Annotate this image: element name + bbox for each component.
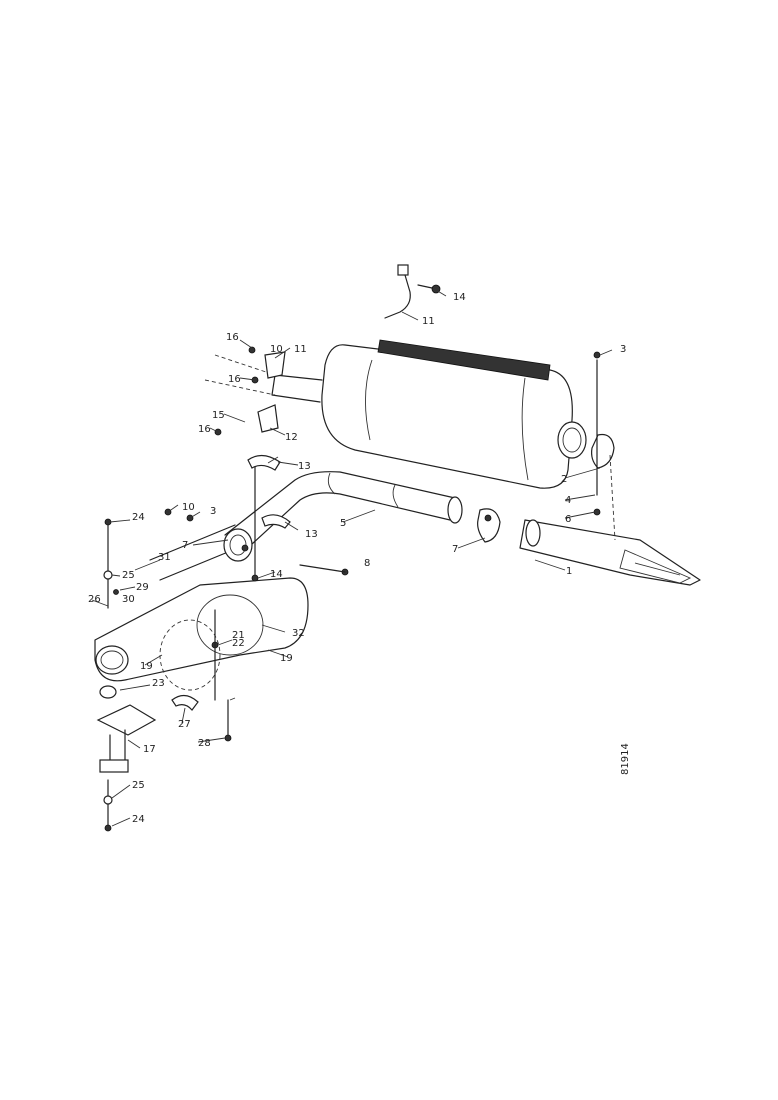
callout-1: 1: [566, 566, 572, 577]
callout-3-left: 3: [210, 506, 216, 517]
callout-21: 21: [232, 630, 245, 641]
hanger-13-top: [247, 454, 281, 471]
tailpipe: [519, 519, 701, 586]
callout-16-top: 16: [226, 332, 239, 343]
callout-28: 28: [198, 738, 211, 749]
callout-14-top: 14: [453, 292, 466, 303]
callout-24-top: 24: [132, 512, 145, 523]
callout-27: 27: [178, 719, 191, 730]
silencer-outlet: [557, 421, 587, 459]
callout-4: 4: [565, 495, 571, 506]
callout-8: 8: [364, 558, 370, 569]
callout-10-left: 10: [182, 502, 195, 513]
callout-labels: 1 2 3 3 4 5 6 7 7 8 10 10 11 11 12 13 13…: [88, 292, 631, 825]
callout-15: 15: [212, 410, 225, 421]
flange-joint: [223, 528, 253, 562]
pre-silencer: [94, 524, 309, 691]
hardware-fasteners: [103, 346, 601, 832]
callout-31: 31: [158, 552, 171, 563]
drawing-number: 81914: [620, 743, 631, 775]
callout-7-left: 7: [182, 540, 188, 551]
bolt-16-top: [248, 346, 256, 354]
callout-30: 30: [122, 594, 135, 605]
callout-10-top: 10: [270, 344, 283, 355]
callout-2: 2: [561, 474, 567, 485]
washer-25-bottom: [103, 795, 113, 805]
clamp-7-right: [477, 508, 501, 543]
bolt-28: [224, 734, 232, 742]
nut-14: [251, 574, 259, 582]
clamp-right: [591, 351, 616, 541]
callout-22: 22: [232, 638, 245, 649]
callout-19-right: 19: [280, 653, 293, 664]
callout-11-top: 11: [422, 316, 435, 327]
callout-5: 5: [340, 518, 346, 529]
nut-29: [113, 589, 119, 595]
callout-7-right: 7: [452, 544, 458, 555]
washer-25: [103, 570, 113, 580]
callout-19-left: 19: [140, 661, 153, 672]
callout-26: 26: [88, 594, 101, 605]
callout-13-top: 13: [298, 461, 311, 472]
clip-27: [171, 694, 199, 711]
callout-11-left: 11: [294, 344, 307, 355]
callout-16-low: 16: [198, 424, 211, 435]
bracket-12: [257, 404, 279, 433]
callout-3-top: 3: [620, 344, 626, 355]
callout-25-bottom: 25: [132, 780, 145, 791]
callout-25-top: 25: [122, 570, 135, 581]
callout-24-bottom: 24: [132, 814, 145, 825]
callout-23: 23: [152, 678, 165, 689]
main-silencer: [204, 339, 587, 489]
hanger-bracket-top: [384, 264, 441, 319]
callout-17: 17: [143, 744, 156, 755]
nut-24-bottom: [104, 824, 112, 832]
callout-14-mid: 14: [270, 569, 283, 580]
leader-lines: [91, 289, 613, 827]
callout-32: 32: [292, 628, 305, 639]
callout-29: 29: [136, 582, 149, 593]
support-bracket: [96, 524, 157, 831]
callout-6: 6: [565, 514, 571, 525]
middle-pipe: [224, 471, 463, 556]
callout-12: 12: [285, 432, 298, 443]
callout-13-mid: 13: [305, 529, 318, 540]
hanger-13-mid: [261, 514, 291, 529]
bracket-10-top: [264, 351, 286, 379]
heat-shield-rib: [377, 339, 551, 381]
callout-16-mid: 16: [228, 374, 241, 385]
